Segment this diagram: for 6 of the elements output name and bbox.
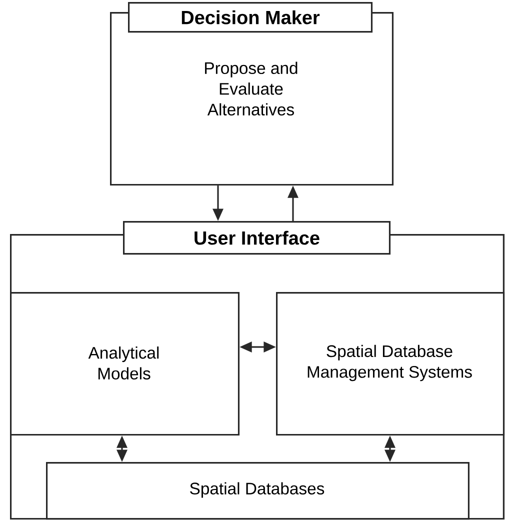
component-box: Spatial Databases [46, 462, 470, 520]
heading-tab: User Interface [123, 221, 391, 255]
box-text: Propose and Evaluate Alternatives [205, 62, 298, 116]
component-box: Spatial Database Management Systems [276, 292, 505, 436]
component-box: Analytical Models [10, 292, 240, 436]
heading-tab: Decision Maker [128, 2, 373, 33]
